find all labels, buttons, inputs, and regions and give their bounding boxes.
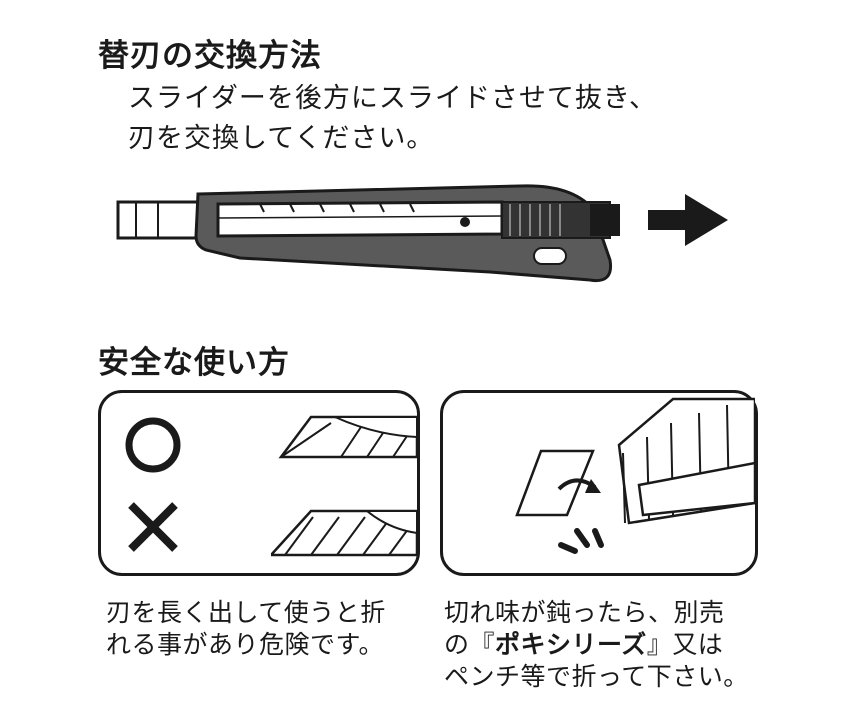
blade-extension-illustration <box>271 415 417 557</box>
blade-snap-caption-line3: ペンチ等で折って下さい。 <box>444 662 749 691</box>
caption-prefix: の『 <box>444 630 496 659</box>
replace-instruction-line2: 刃を交換してください。 <box>128 123 435 154</box>
replace-instruction-line1: スライダーを後方にスライドさせて抜き、 <box>128 83 658 114</box>
blade-length-caption-line1: 刃を長く出して使うと折 <box>106 598 386 627</box>
replace-heading: 替刃の交換方法 <box>98 38 322 74</box>
blade-snap-caption-line2: の『ポキシリーズ』又は <box>444 629 723 661</box>
blade-snap-illustration <box>515 397 755 554</box>
end-knob <box>590 204 620 236</box>
product-name: ポキシリーズ <box>495 630 647 659</box>
blade-length-caption-line2: れる事があり危険です。 <box>106 630 385 659</box>
cutter-knife-illustration <box>116 184 728 283</box>
wrong-cross-icon <box>128 502 178 552</box>
blade-snap-panel <box>440 390 758 576</box>
caption-suffix: 』又は <box>646 630 724 659</box>
slide-direction-arrow <box>648 194 728 246</box>
blade-length-panel <box>98 390 420 576</box>
blade-snap-caption-line1: 切れ味が鈍ったら、別売 <box>444 598 725 627</box>
correct-circle-icon <box>125 417 181 473</box>
safe-heading: 安全な使い方 <box>98 345 290 381</box>
